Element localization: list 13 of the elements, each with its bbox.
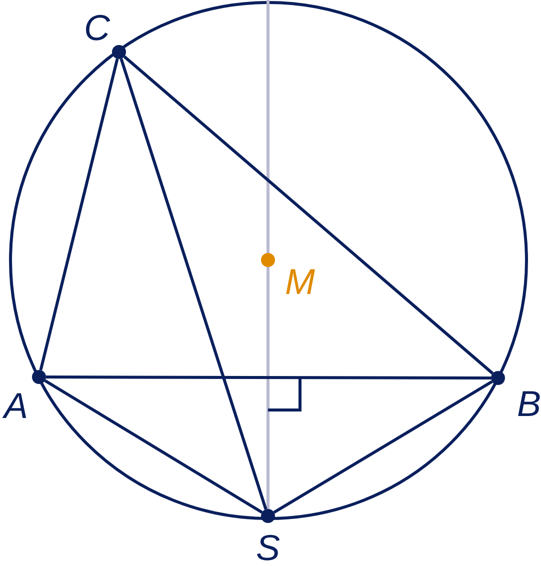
line-segment — [39, 58, 119, 371]
line-segment — [273, 380, 493, 514]
line-segment — [46, 376, 491, 380]
line-segment — [123, 55, 494, 375]
point-label: C — [84, 10, 110, 46]
line-segment — [44, 379, 263, 514]
point-label: S — [256, 530, 280, 566]
point-label: A — [4, 388, 28, 424]
point-label: M — [285, 264, 315, 300]
bisector-line — [266, 0, 270, 253]
bisector-line — [266, 267, 270, 509]
point-label: B — [517, 386, 541, 422]
line-segment — [120, 58, 268, 510]
